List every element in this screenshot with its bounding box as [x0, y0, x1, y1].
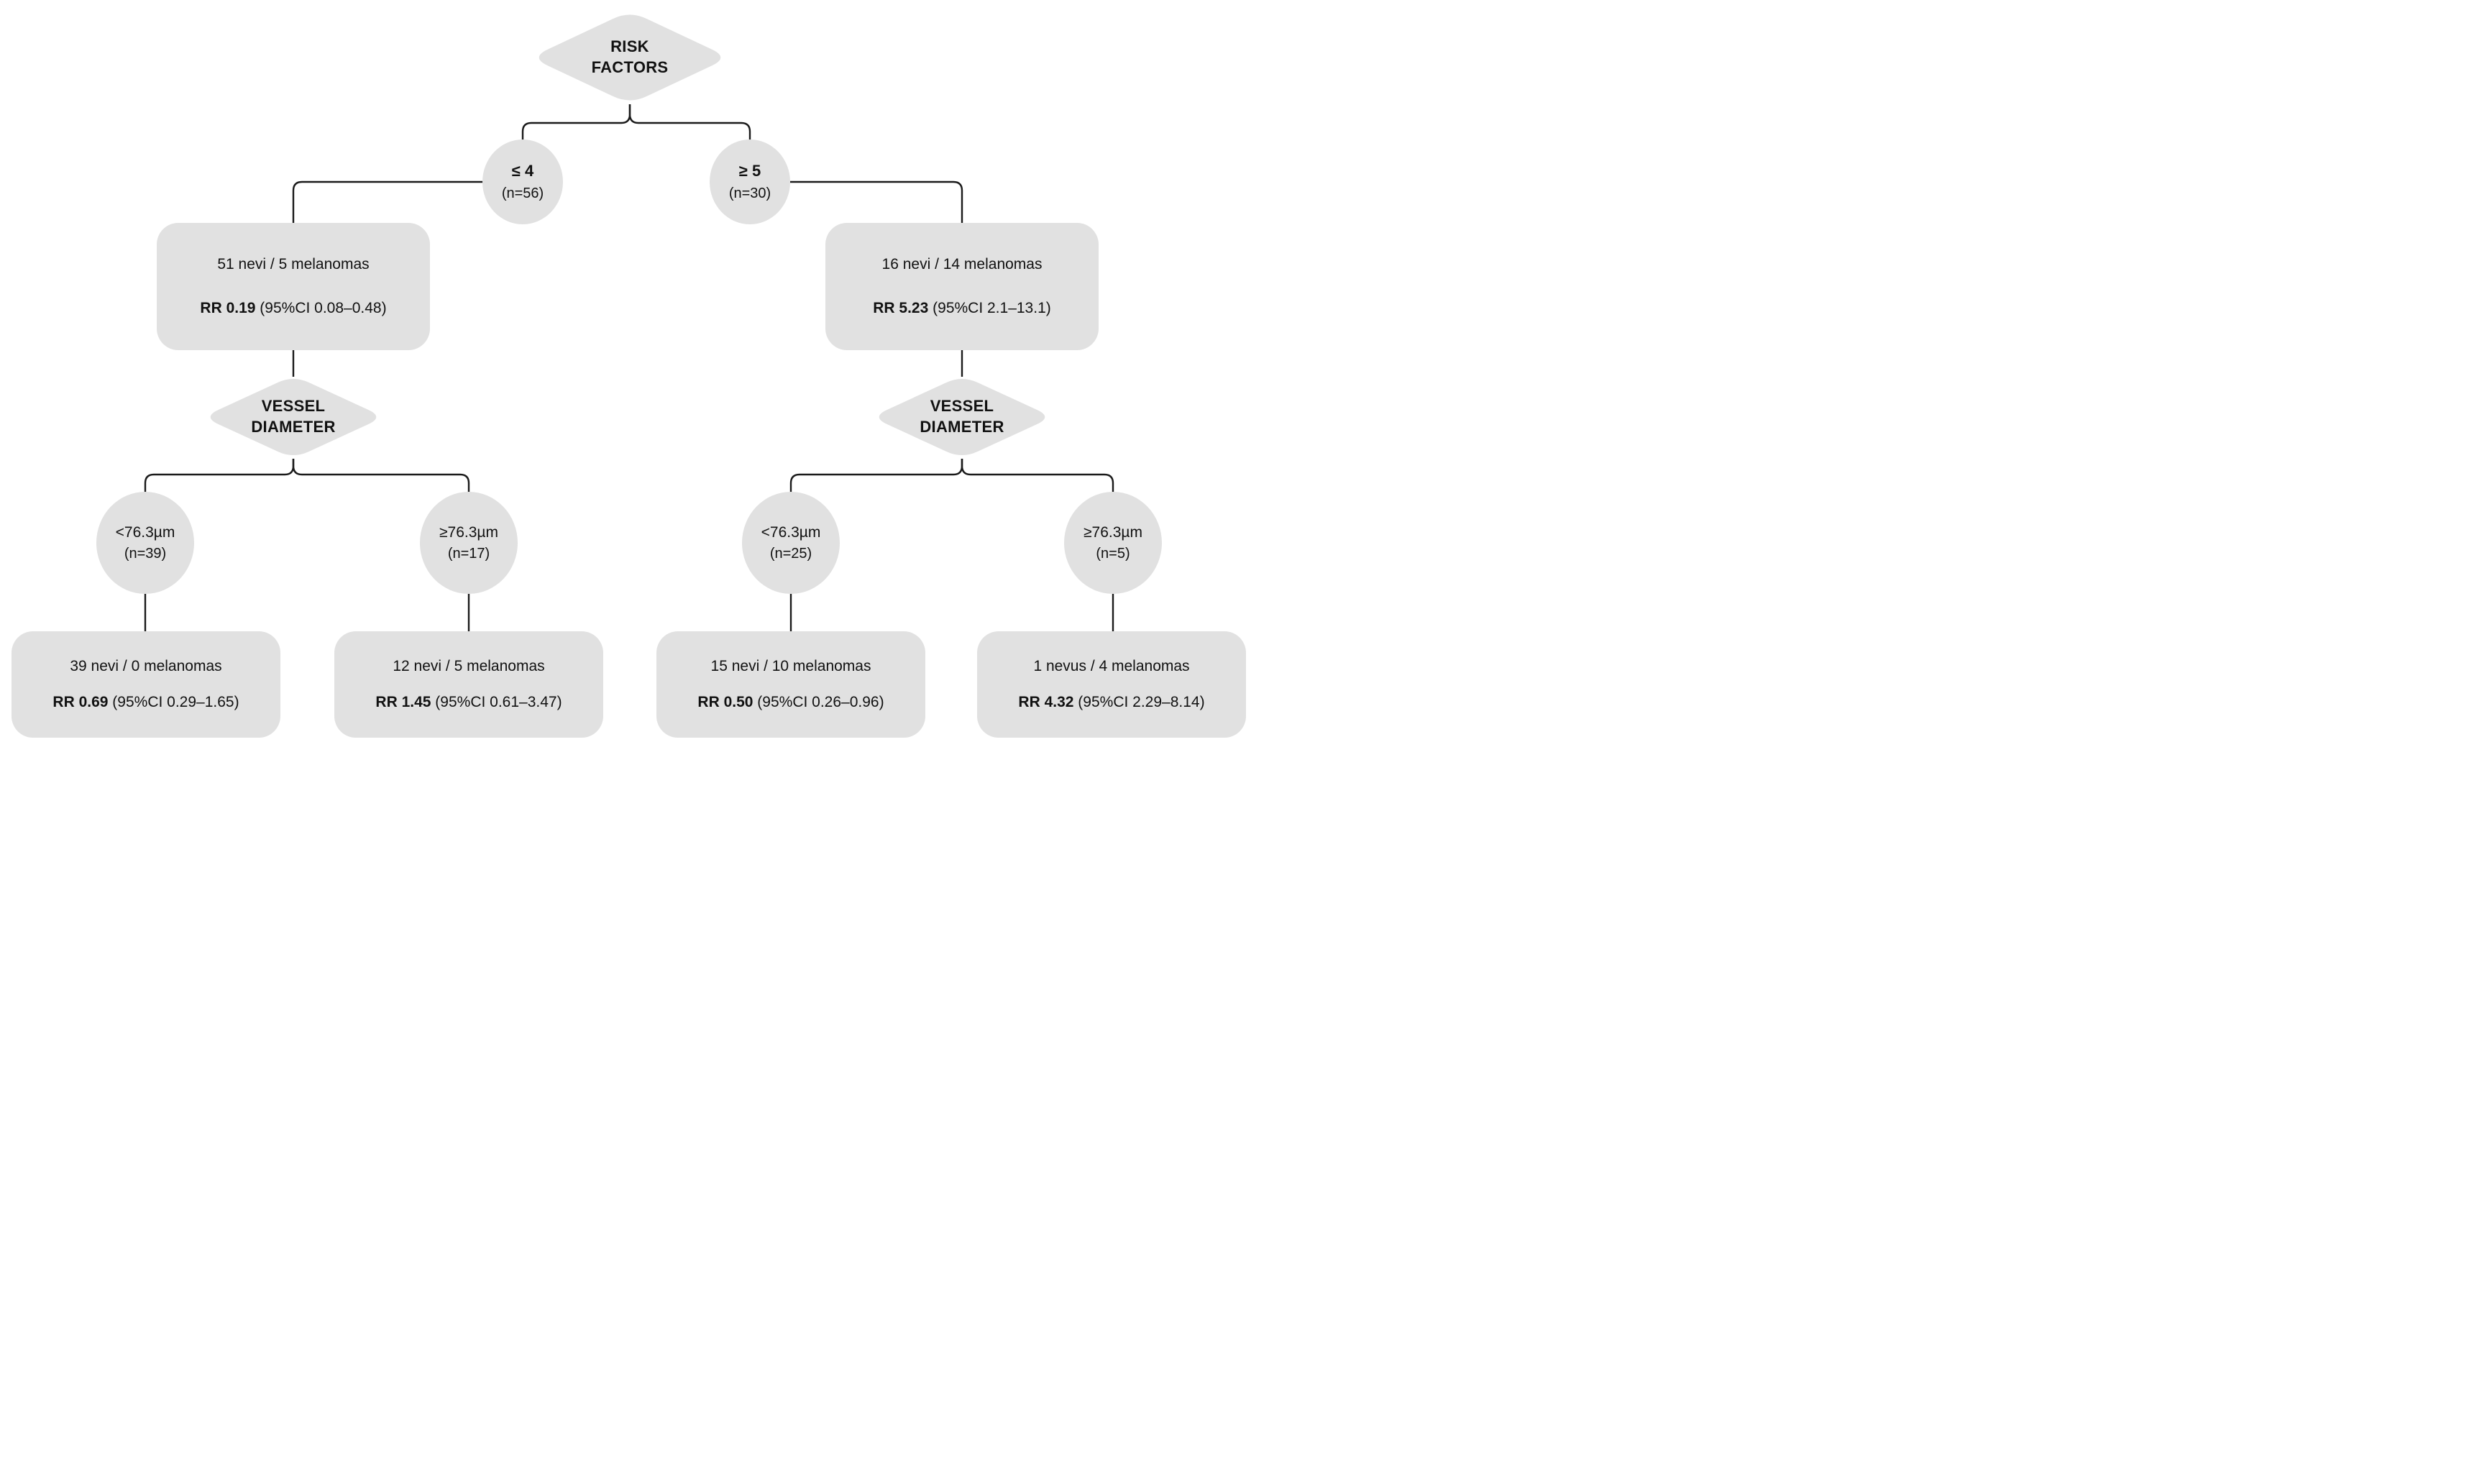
branch-circle-lt76-right: <76.3µm (n=25) [742, 492, 840, 594]
branch-circle-lt76-left: <76.3µm (n=39) [96, 492, 194, 594]
outcome-rr-line: RR 0.50 (95%CI 0.26–0.96) [697, 694, 884, 711]
branch-n: (n=30) [728, 185, 771, 201]
rr-ci: (95%CI 2.1–13.1) [933, 299, 1051, 316]
outcome-counts: 15 nevi / 10 melanomas [710, 657, 871, 674]
branch-value: ≥76.3µm [1084, 523, 1142, 541]
outcome-rr-line: RR 0.69 (95%CI 0.29–1.65) [52, 694, 239, 711]
outcome-rr-line: RR 5.23 (95%CI 2.1–13.1) [873, 300, 1051, 317]
branch-n: (n=25) [769, 546, 812, 562]
branch-circle-ge76-right: ≥76.3µm (n=5) [1064, 492, 1162, 594]
branch-value: ≥76.3µm [439, 523, 498, 541]
vessel-diameter-label: VESSEL DIAMETER [251, 397, 336, 436]
rr-value: RR 1.45 [375, 694, 431, 711]
result-box-ge76-right: 1 nevus / 4 melanomas RR 4.32 (95%CI 2.2… [977, 631, 1246, 738]
diamond-shape [879, 378, 1045, 456]
outcome-counts: 51 nevi / 5 melanomas [217, 256, 370, 273]
rr-ci: (95%CI 0.26–0.96) [757, 694, 884, 711]
rr-ci: (95%CI 0.08–0.48) [260, 299, 387, 316]
rr-ci: (95%CI 0.61–3.47) [435, 694, 562, 711]
outcome-counts: 12 nevi / 5 melanomas [393, 657, 545, 674]
rr-ci: (95%CI 0.29–1.65) [112, 694, 239, 711]
branch-n: (n=17) [447, 546, 490, 562]
outcome-box-le4: 51 nevi / 5 melanomas RR 0.19 (95%CI 0.0… [157, 223, 430, 350]
rr-value: RR 0.69 [52, 694, 109, 711]
branch-value: <76.3µm [115, 523, 175, 541]
branch-circle-le4: ≤ 4 (n=56) [482, 139, 563, 224]
rr-value: RR 4.32 [1018, 694, 1074, 711]
rr-value: RR 5.23 [873, 299, 929, 316]
outcome-counts: 39 nevi / 0 melanomas [70, 657, 222, 674]
decision-node-risk-factors: RISK FACTORS [531, 11, 729, 104]
rr-value: RR 0.19 [200, 299, 256, 316]
risk-factors-label: RISK FACTORS [591, 37, 669, 76]
outcome-counts: 1 nevus / 4 melanomas [1033, 657, 1190, 674]
result-box-lt76-right: 15 nevi / 10 melanomas RR 0.50 (95%CI 0.… [656, 631, 925, 738]
decision-node-vessel-diameter-left: VESSEL DIAMETER [203, 375, 384, 459]
branch-n: (n=39) [124, 546, 167, 562]
branch-value: ≤ 4 [511, 162, 534, 180]
branch-circle-ge5: ≥ 5 (n=30) [710, 139, 790, 224]
decision-node-vessel-diameter-right: VESSEL DIAMETER [871, 375, 1053, 459]
branch-n: (n=56) [501, 185, 544, 201]
diamond-shape [539, 14, 721, 101]
rr-value: RR 0.50 [697, 694, 753, 711]
outcome-rr-line: RR 1.45 (95%CI 0.61–3.47) [375, 694, 562, 711]
decision-tree-diagram: RISK FACTORS ≤ 4 (n=56) ≥ 5 (n=30) 51 ne… [0, 0, 1246, 742]
branch-value: <76.3µm [761, 523, 821, 541]
connector-lines [144, 104, 1114, 631]
outcome-box-ge5: 16 nevi / 14 melanomas RR 5.23 (95%CI 2.… [825, 223, 1099, 350]
vessel-diameter-label: VESSEL DIAMETER [920, 397, 1004, 436]
result-box-lt76-left: 39 nevi / 0 melanomas RR 0.69 (95%CI 0.2… [12, 631, 280, 738]
diamond-shape [210, 378, 377, 456]
outcome-counts: 16 nevi / 14 melanomas [881, 256, 1043, 273]
branch-value: ≥ 5 [738, 162, 761, 180]
outcome-rr-line: RR 0.19 (95%CI 0.08–0.48) [200, 300, 386, 317]
rr-ci: (95%CI 2.29–8.14) [1078, 694, 1205, 711]
branch-n: (n=5) [1096, 546, 1130, 562]
branch-circle-ge76-left: ≥76.3µm (n=17) [420, 492, 518, 594]
result-box-ge76-left: 12 nevi / 5 melanomas RR 1.45 (95%CI 0.6… [334, 631, 603, 738]
outcome-rr-line: RR 4.32 (95%CI 2.29–8.14) [1018, 694, 1204, 711]
